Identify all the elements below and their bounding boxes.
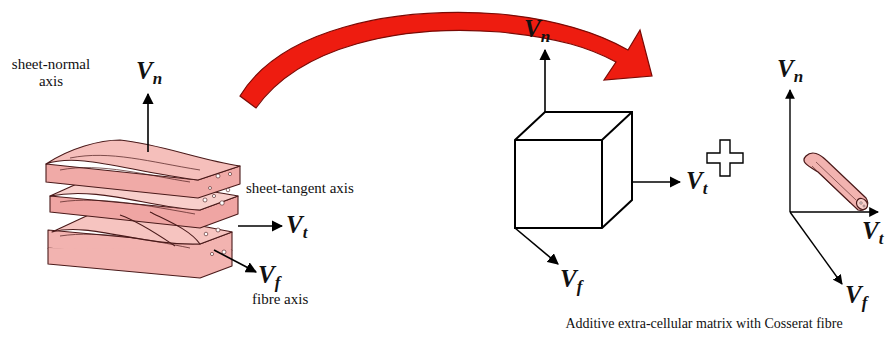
vector-label: Vn: [136, 58, 162, 87]
axis-name: sheet-normal axis: [8, 56, 94, 91]
transform-arrow: [240, 13, 652, 108]
cube: [515, 112, 632, 228]
plus-sign: [707, 140, 743, 176]
vector-label: Vt: [862, 218, 883, 247]
caption: Additive extra-cellular matrix with Coss…: [565, 316, 842, 332]
vector-label: Vt: [686, 168, 707, 197]
vector-label: Vf: [560, 266, 582, 295]
cosserat-fibre: [804, 153, 870, 212]
axis-name: fibre axis: [252, 291, 308, 308]
axes-mid: [515, 50, 680, 264]
axes-right: [790, 90, 878, 284]
vector-label: Vn: [777, 56, 803, 85]
axis-name: sheet-tangent axis: [246, 180, 354, 197]
vector-label: Vf: [258, 262, 280, 291]
tissue: [46, 140, 240, 278]
vector-label: Vn: [524, 16, 550, 45]
vector-label: Vf: [845, 282, 867, 311]
vector-label: Vt: [286, 212, 307, 241]
